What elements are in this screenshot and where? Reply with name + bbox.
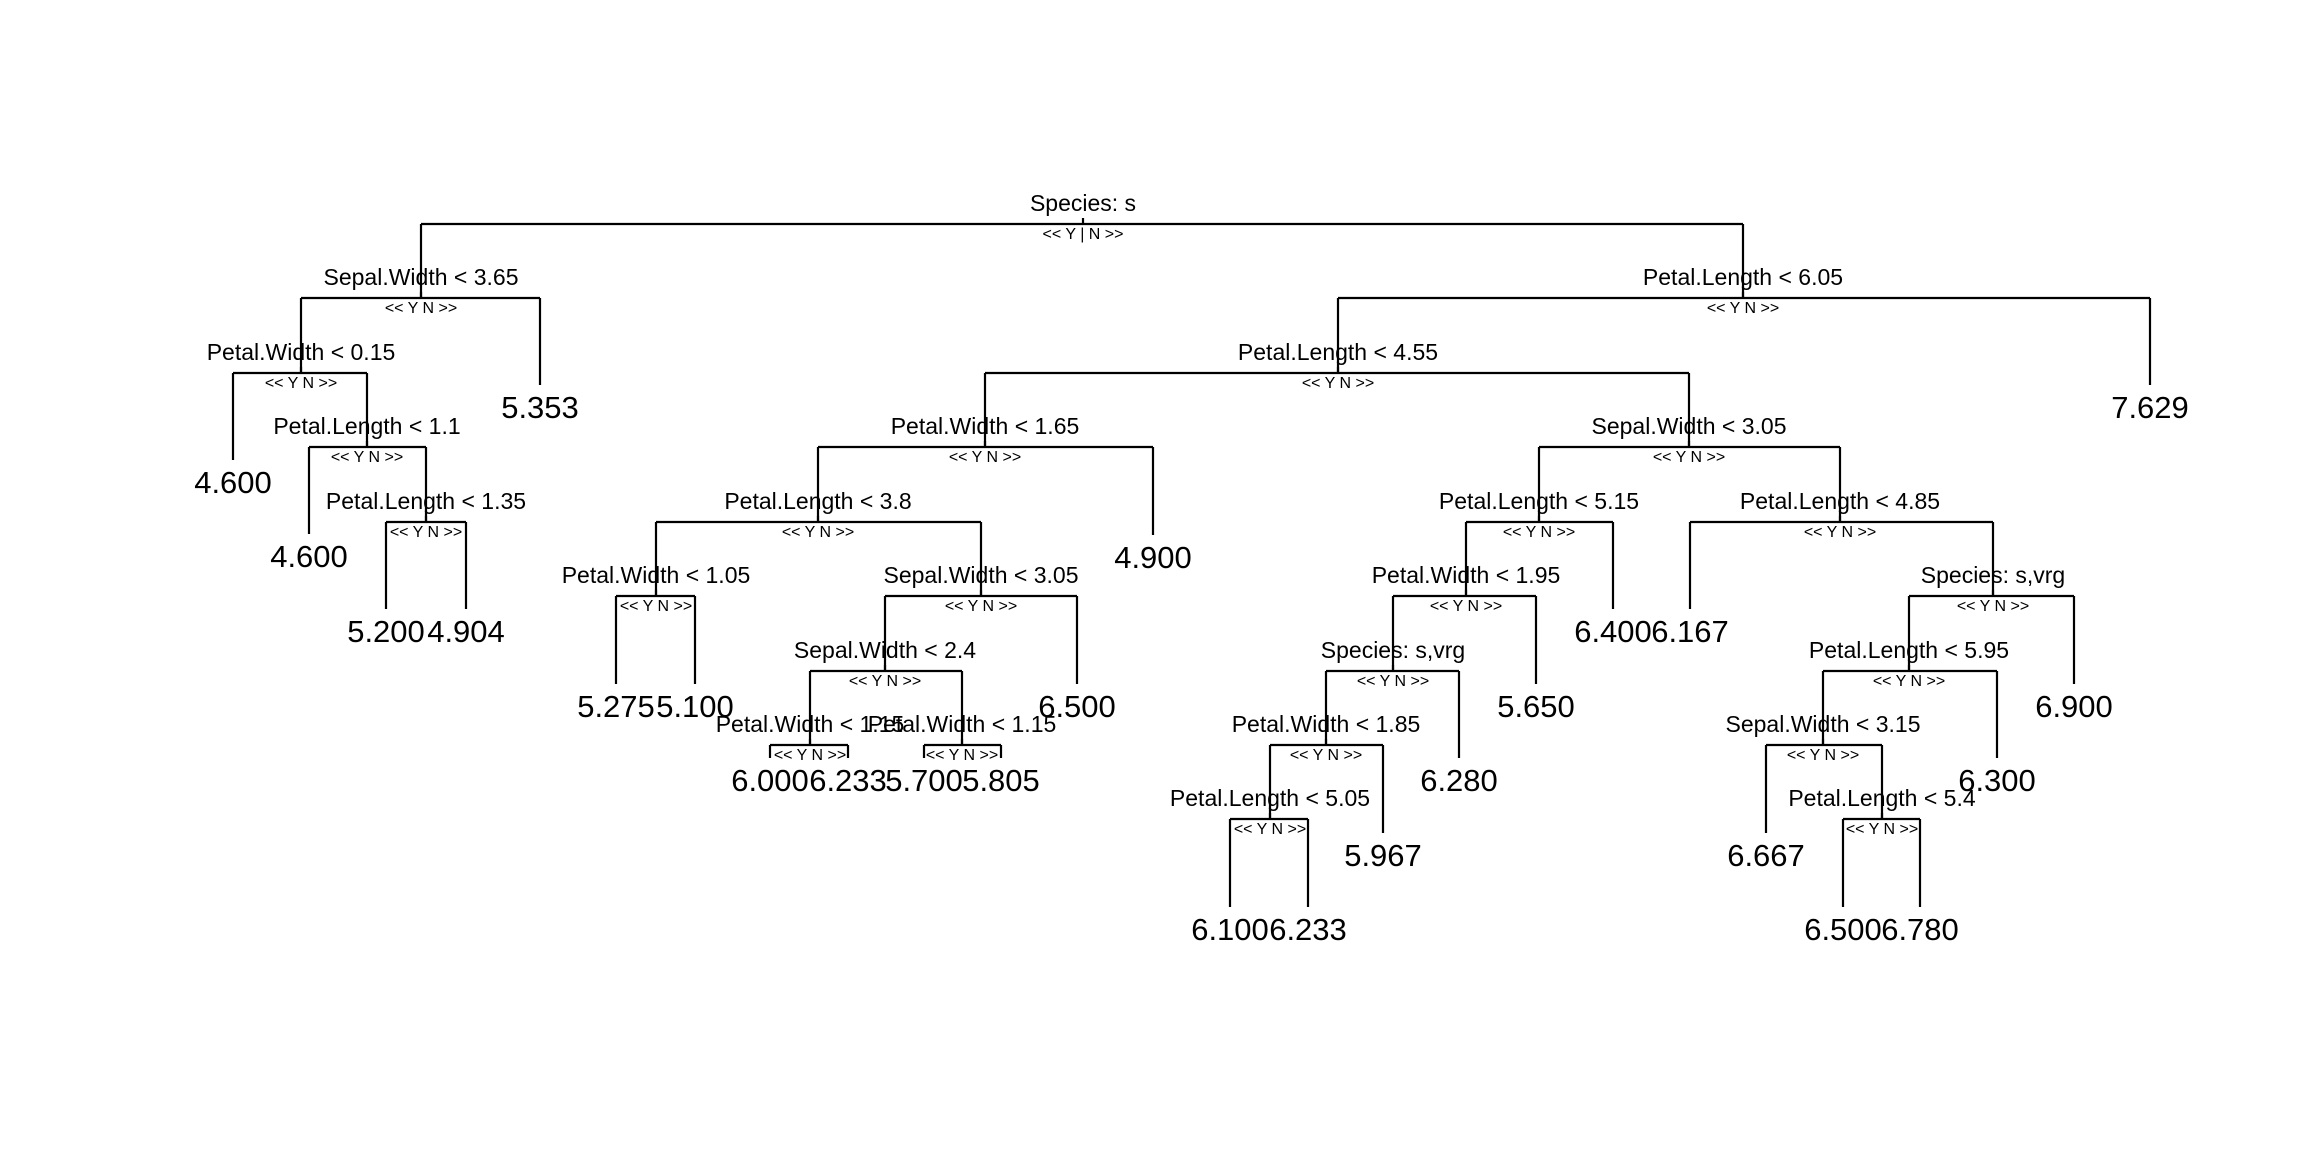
yes-no-label: << Y N >>: [1503, 524, 1575, 541]
yes-no-label: << Y N >>: [331, 449, 403, 466]
split-label: Petal.Length < 6.05: [1643, 264, 1843, 290]
split-label: Petal.Length < 5.95: [1809, 637, 2009, 663]
split-label: Petal.Width < 1.85: [1232, 711, 1421, 737]
leaf-value: 5.650: [1497, 689, 1575, 724]
yes-no-label: << Y N >>: [1787, 747, 1859, 764]
leaf-value: 6.233: [1269, 912, 1347, 947]
yes-no-label: << Y N >>: [1234, 821, 1306, 838]
yes-no-label: << Y N >>: [1846, 821, 1918, 838]
leaf-value: 5.353: [501, 390, 579, 425]
split-label: Species: s,vrg: [1921, 562, 2065, 588]
yes-no-label: << Y N >>: [926, 747, 998, 764]
leaf-value: 6.900: [2035, 689, 2113, 724]
split-label: Petal.Length < 5.05: [1170, 785, 1370, 811]
split-label: Petal.Length < 1.35: [326, 488, 526, 514]
yes-no-label: << Y N >>: [849, 673, 921, 690]
leaf-value: 5.967: [1344, 838, 1422, 873]
split-label: Petal.Width < 0.15: [207, 339, 396, 365]
split-label: Petal.Length < 5.4: [1788, 785, 1976, 811]
split-label: Sepal.Width < 2.4: [794, 637, 976, 663]
split-label: Sepal.Width < 3.65: [324, 264, 519, 290]
leaf-value: 6.167: [1651, 614, 1729, 649]
split-label: Species: s,vrg: [1321, 637, 1465, 663]
leaf-value: 6.780: [1881, 912, 1959, 947]
split-label: Petal.Length < 3.8: [724, 488, 911, 514]
yes-no-label: << Y N >>: [1957, 598, 2029, 615]
yes-no-label: << Y N >>: [1804, 524, 1876, 541]
split-label: Petal.Width < 1.95: [1372, 562, 1561, 588]
split-label: Petal.Length < 4.85: [1740, 488, 1940, 514]
yes-no-label: << Y N >>: [945, 598, 1017, 615]
yes-no-label: << Y N >>: [1653, 449, 1725, 466]
leaf-value: 4.600: [270, 539, 348, 574]
yes-no-label: << Y N >>: [1873, 673, 1945, 690]
leaf-value: 4.600: [194, 465, 272, 500]
split-label: Petal.Length < 4.55: [1238, 339, 1438, 365]
yes-no-label: << Y N >>: [1707, 300, 1779, 317]
yes-no-label: << Y N >>: [782, 524, 854, 541]
split-label: Sepal.Width < 3.15: [1726, 711, 1921, 737]
leaf-value: 6.500: [1804, 912, 1882, 947]
yes-no-label: << Y N >>: [385, 300, 457, 317]
split-label: Petal.Length < 1.1: [273, 413, 460, 439]
yes-no-label: << Y | N >>: [1043, 226, 1124, 243]
split-labels: Species: s << Y | N >> Sepal.Width < 3.65 <…: [207, 190, 2066, 838]
yes-no-label: << Y N >>: [390, 524, 462, 541]
split-label: Sepal.Width < 3.05: [884, 562, 1079, 588]
leaf-value: 5.100: [656, 689, 734, 724]
leaf-value: 5.805: [962, 763, 1040, 798]
leaf-value: 6.400: [1574, 614, 1652, 649]
yes-no-label: << Y N >>: [774, 747, 846, 764]
split-label: Petal.Width < 1.65: [891, 413, 1080, 439]
split-label: Species: s: [1030, 190, 1136, 216]
leaf-value: 5.700: [885, 763, 963, 798]
leaf-value: 6.500: [1038, 689, 1116, 724]
split-label: Petal.Width < 1.15: [716, 711, 905, 737]
split-label: Sepal.Width < 3.05: [1592, 413, 1787, 439]
leaf-value: 6.667: [1727, 838, 1805, 873]
leaf-value: 6.000: [731, 763, 809, 798]
split-label: Petal.Width < 1.05: [562, 562, 751, 588]
yes-no-label: << Y N >>: [1430, 598, 1502, 615]
leaf-value: 6.233: [809, 763, 887, 798]
split-label: Petal.Width < 1.15: [868, 711, 1057, 737]
leaf-value: 4.900: [1114, 540, 1192, 575]
leaf-value: 7.629: [2111, 390, 2189, 425]
leaf-value: 6.280: [1420, 763, 1498, 798]
leaf-value: 6.100: [1191, 912, 1269, 947]
yes-no-label: << Y N >>: [1302, 375, 1374, 392]
leaf-value: 5.275: [577, 689, 655, 724]
leaf-value: 4.904: [427, 614, 505, 649]
leaf-value: 5.200: [347, 614, 425, 649]
tree-edges: [231, 218, 2152, 907]
yes-no-label: << Y N >>: [949, 449, 1021, 466]
yes-no-label: << Y N >>: [1357, 673, 1429, 690]
yes-no-label: << Y N >>: [265, 375, 337, 392]
yes-no-label: << Y N >>: [1290, 747, 1362, 764]
yes-no-label: << Y N >>: [620, 598, 692, 615]
split-label: Petal.Length < 5.15: [1439, 488, 1639, 514]
leaf-value: 6.300: [1958, 763, 2036, 798]
